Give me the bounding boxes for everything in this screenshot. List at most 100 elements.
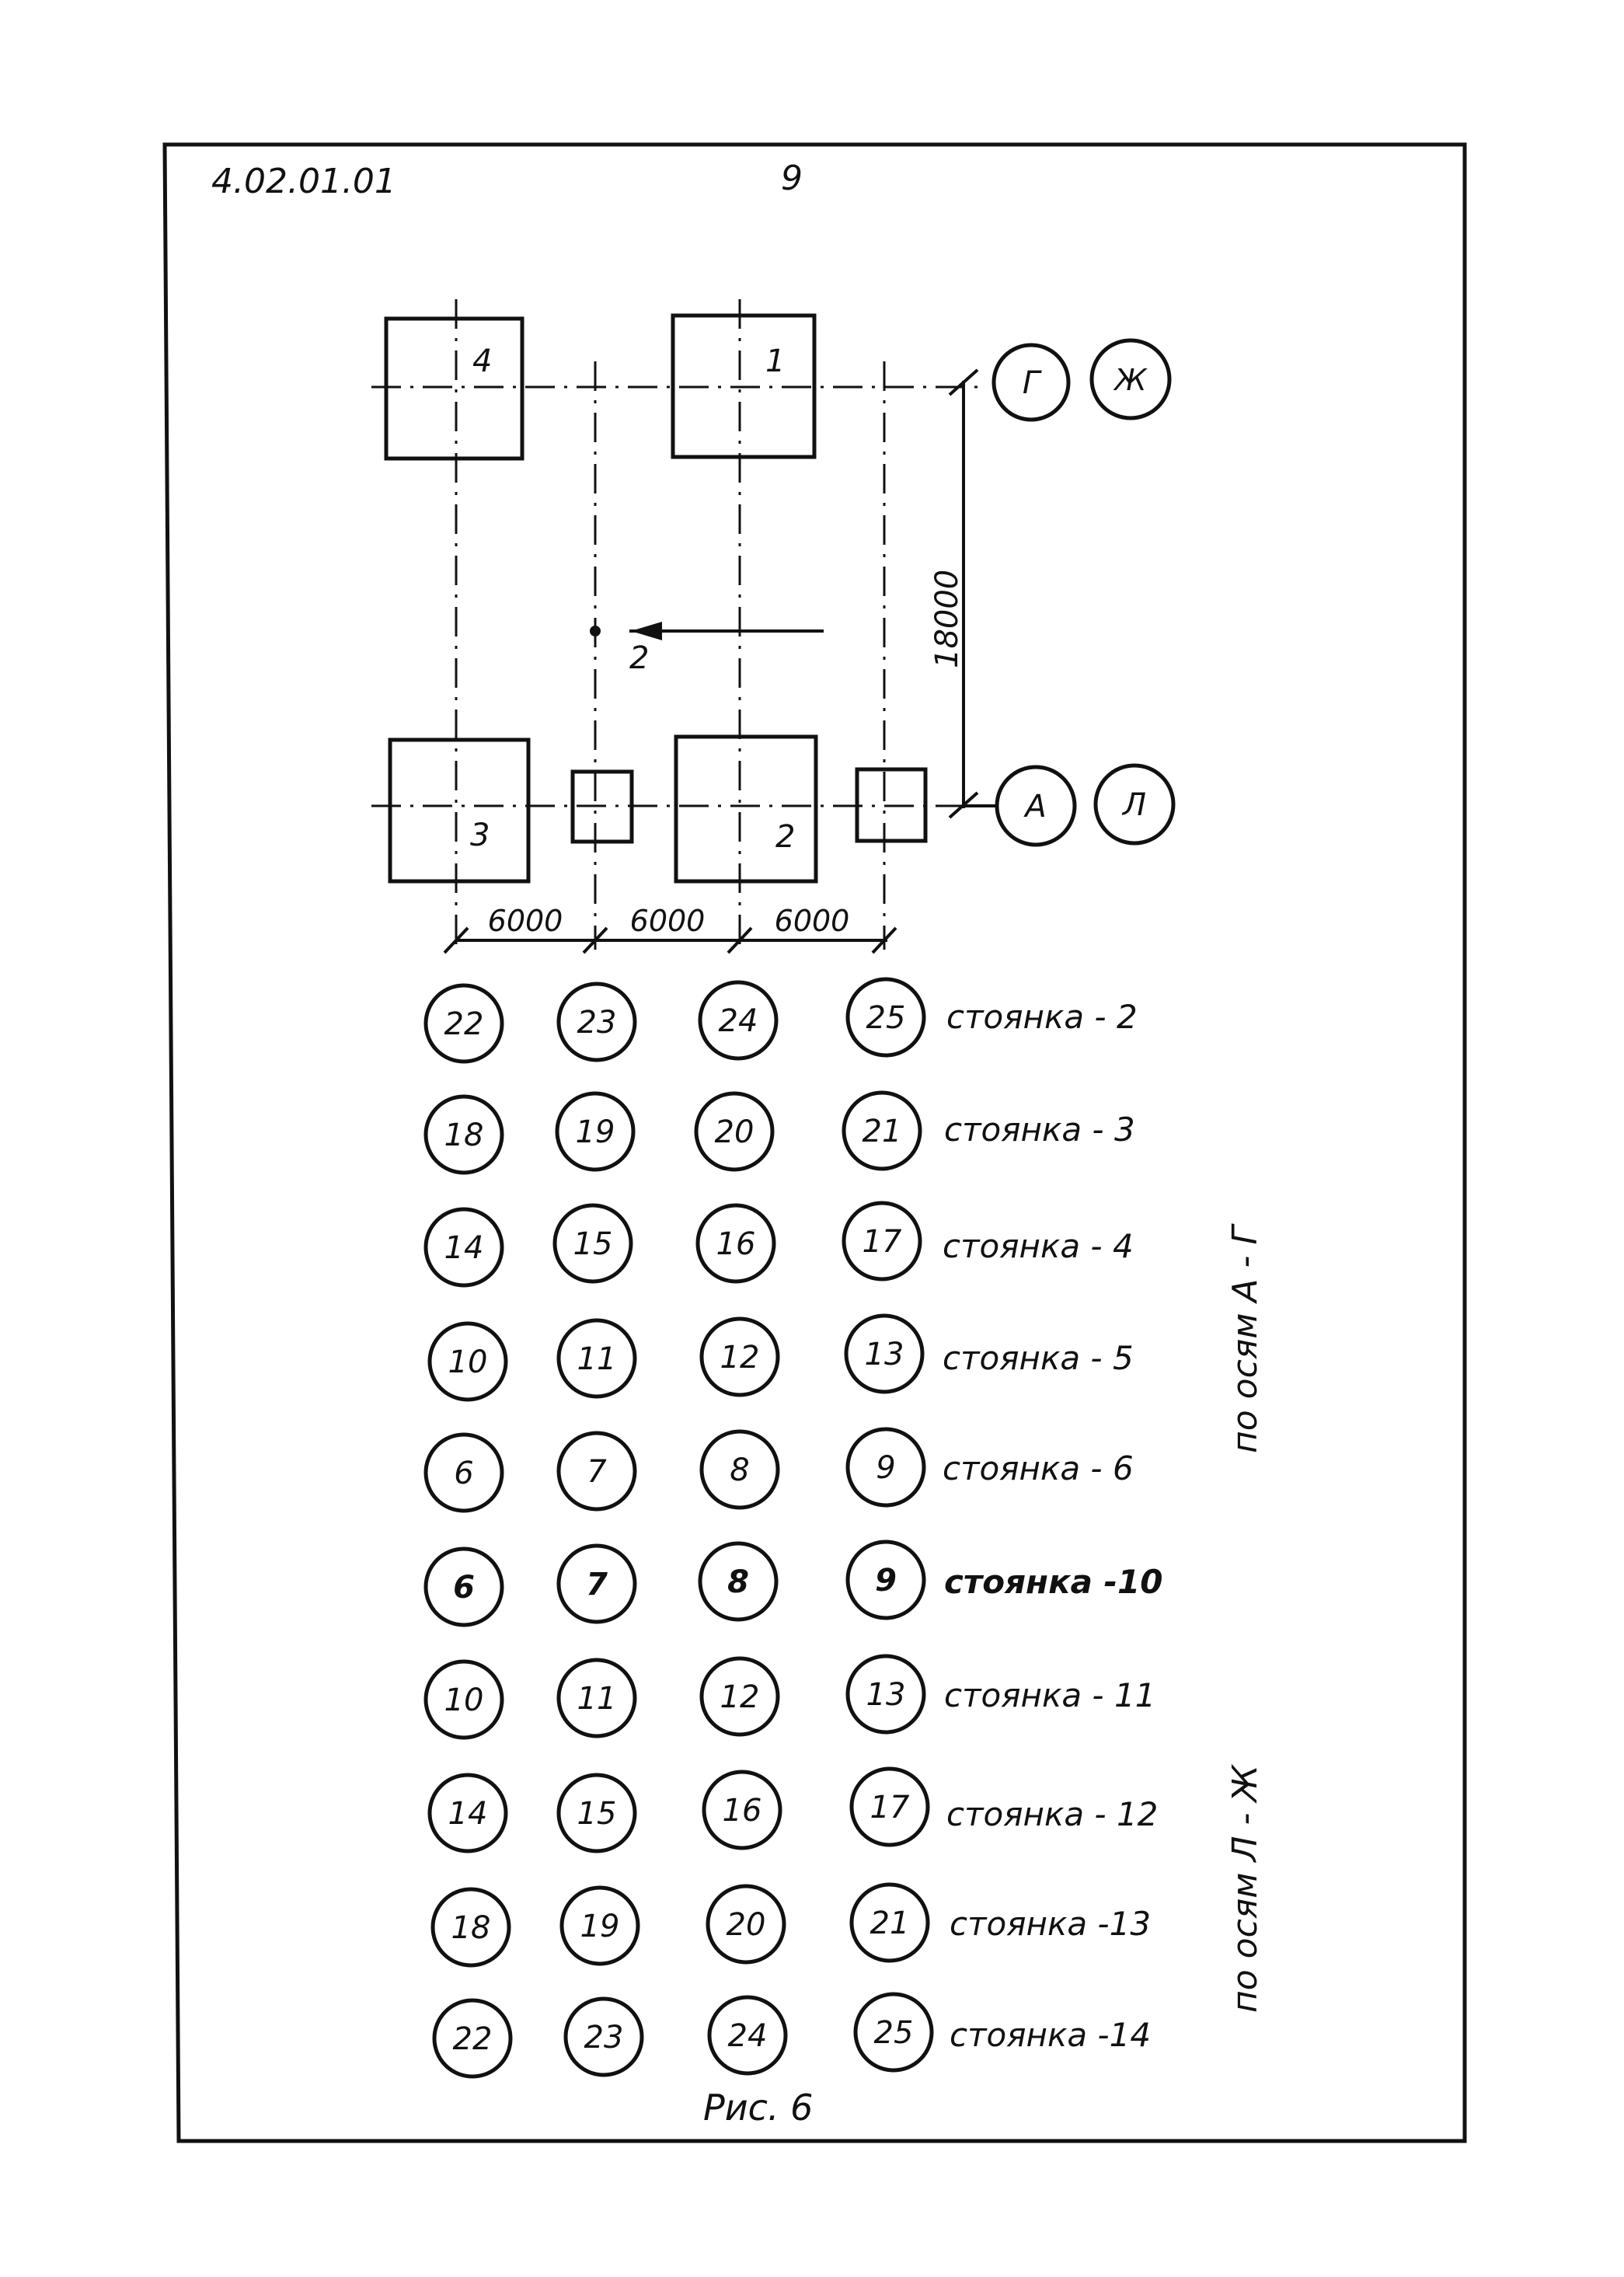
station-label: стоянка -10: [944, 1563, 1162, 1601]
number-bubble: [707, 1995, 788, 2076]
number-bubble: [853, 1992, 934, 2073]
bubble-number: 22: [444, 1006, 484, 1042]
sheet-frame: [162, 142, 1467, 2143]
dim-tick: [871, 926, 897, 954]
bubble-number: 16: [716, 1226, 756, 1262]
number-bubble: [556, 1543, 637, 1624]
number-bubble: [842, 1090, 922, 1171]
axis-bubble-l: Л: [1093, 763, 1176, 846]
bubble-number: 6: [454, 1456, 473, 1491]
bubble-number: 14: [448, 1796, 488, 1832]
dim-tick: [443, 926, 469, 954]
bubble-number: 23: [584, 2020, 624, 2056]
column-1: 1: [671, 313, 817, 459]
station-row: 18 19 20 21 стоянка - 3: [423, 1090, 1135, 1175]
axis-bubble-a: А: [995, 765, 1077, 847]
travel-arrow: [631, 622, 662, 640]
bubble-number: 6: [453, 1570, 475, 1606]
bubble-number: 9: [875, 1563, 897, 1599]
number-bubble: [845, 1654, 926, 1735]
dim-value-1: 6000: [488, 904, 563, 938]
bubble-number: 7: [587, 1454, 607, 1490]
bubble-number: 10: [444, 1682, 484, 1718]
station-row: 22 23 24 25 стоянка -14: [432, 1992, 1151, 2079]
bubble-number: 25: [866, 1000, 906, 1036]
station-row: 6 7 8 9 стоянка - 6: [423, 1427, 1134, 1513]
bubble-number: 12: [720, 1340, 760, 1376]
page-number: 9: [781, 159, 803, 198]
number-bubble: [423, 1432, 504, 1513]
bubble-number: 24: [728, 2018, 768, 2054]
station-label: стоянка - 3: [944, 1111, 1135, 1149]
station-label: стоянка -13: [950, 1905, 1151, 1943]
station-label: стоянка -14: [950, 2016, 1151, 2054]
column-4: 4: [384, 316, 524, 461]
bubble-number: 8: [727, 1564, 749, 1600]
bubble-number: 15: [577, 1796, 617, 1832]
number-bubble: [698, 1541, 779, 1622]
small-column-1: [570, 769, 634, 844]
station-row: 10 11 12 13 стоянка - 11: [423, 1654, 1155, 1740]
bubble-circle: [1093, 763, 1176, 846]
number-bubble: [699, 1316, 780, 1397]
station-row: 22 23 24 25 стоянка - 2: [423, 977, 1138, 1064]
dim-tick: [582, 926, 608, 954]
number-bubble: [694, 1091, 775, 1172]
bubble-number: 20: [715, 1114, 754, 1150]
axis-bubble-g: Г: [991, 343, 1071, 422]
bubble-number: 9: [876, 1450, 895, 1486]
doc-code: 4.02.01.01: [211, 162, 396, 201]
station-label: стоянка - 11: [944, 1676, 1155, 1714]
number-bubble: [849, 1766, 930, 1847]
dimension-6000-chain: 6000 6000 6000: [443, 904, 897, 954]
bubble-number: 11: [577, 1681, 617, 1717]
station-row: 10 11 12 13 стоянка - 5: [427, 1313, 1134, 1402]
column-box: [384, 316, 524, 461]
bubble-number: 17: [863, 1224, 902, 1260]
column-label: 2: [775, 819, 795, 855]
number-bubble: [844, 1313, 925, 1394]
station-label: стоянка - 2: [946, 998, 1138, 1036]
number-bubble: [423, 1659, 504, 1740]
number-bubble: [423, 1207, 504, 1288]
number-bubble: [699, 1656, 780, 1737]
number-bubble: [556, 982, 637, 1062]
dim-value: 18000: [929, 570, 965, 668]
bubble-number: 8: [730, 1452, 749, 1488]
number-bubble: [432, 1998, 513, 2079]
crane-label: 2: [629, 640, 649, 676]
bubble-circle: [1089, 338, 1172, 420]
number-bubble: [706, 1884, 786, 1965]
number-bubble: [423, 983, 504, 1064]
station-label: стоянка - 12: [946, 1795, 1158, 1833]
bubble-number: 18: [444, 1118, 484, 1153]
bubble-number: 22: [453, 2021, 493, 2057]
column-box: [674, 734, 818, 884]
number-bubble: [702, 1770, 782, 1850]
bubble-number: 20: [727, 1907, 766, 1943]
bubble-number: 18: [451, 1910, 491, 1946]
bubble-label: Г: [1023, 365, 1042, 401]
bubble-number: 16: [723, 1793, 762, 1829]
station-row: 14 15 16 17 стоянка - 4: [423, 1201, 1134, 1288]
dim-value-2: 6000: [630, 904, 706, 938]
number-bubble: [842, 1201, 922, 1281]
station-row: 14 15 16 17 стоянка - 12: [427, 1766, 1158, 1853]
number-bubble: [845, 1540, 926, 1620]
bubble-number: 25: [874, 2015, 914, 2051]
number-bubble: [849, 1882, 930, 1963]
bubble-number: 17: [870, 1790, 910, 1825]
axis-bubble-zh: Ж: [1089, 338, 1172, 420]
number-bubble: [699, 1429, 780, 1510]
bubble-circle: [995, 765, 1077, 847]
station-label: стоянка - 4: [943, 1227, 1134, 1265]
bubble-number: 10: [448, 1344, 488, 1380]
bubble-number: 13: [865, 1337, 904, 1372]
column-box: [388, 737, 531, 884]
small-column-2: [855, 767, 928, 843]
number-bubble: [556, 1773, 637, 1853]
number-bubble: [555, 1091, 636, 1172]
number-bubble: [563, 1996, 644, 2077]
column-label: 3: [470, 818, 490, 853]
